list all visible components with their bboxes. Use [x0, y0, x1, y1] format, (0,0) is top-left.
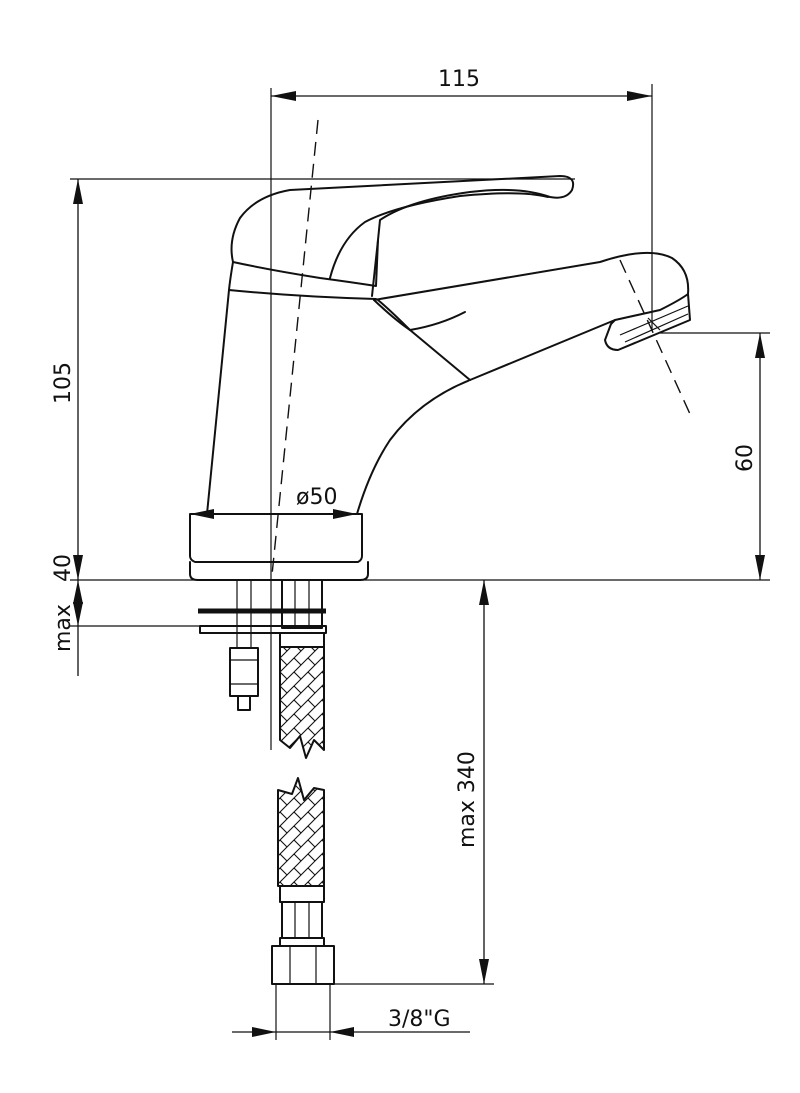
- faucet-body: [189, 175, 691, 581]
- dim-label-hose-max: max 340: [455, 751, 480, 848]
- dimension-lines: [70, 91, 770, 1037]
- dim-label-height-base: 40: [51, 554, 76, 582]
- faucet-spout: [356, 251, 690, 515]
- faucet-column: [206, 289, 377, 515]
- dim-label-height-total: 105: [51, 362, 76, 404]
- dim-label-thread: 3/8"G: [388, 1007, 451, 1032]
- dim-label-height-spout: 60: [733, 444, 758, 472]
- hose-upper: [279, 646, 325, 759]
- mounting-hardware: [198, 579, 327, 711]
- hose-lower: [271, 777, 335, 1040]
- dim-label-mount-max: max: [51, 604, 76, 652]
- hose-nut: [271, 945, 335, 985]
- faucet-base: [189, 513, 363, 563]
- dim-label-base-diameter: ø50: [296, 485, 337, 510]
- lever-handle: [230, 175, 575, 297]
- axis-lines: [270, 84, 691, 750]
- dim-label-width: 115: [438, 67, 480, 92]
